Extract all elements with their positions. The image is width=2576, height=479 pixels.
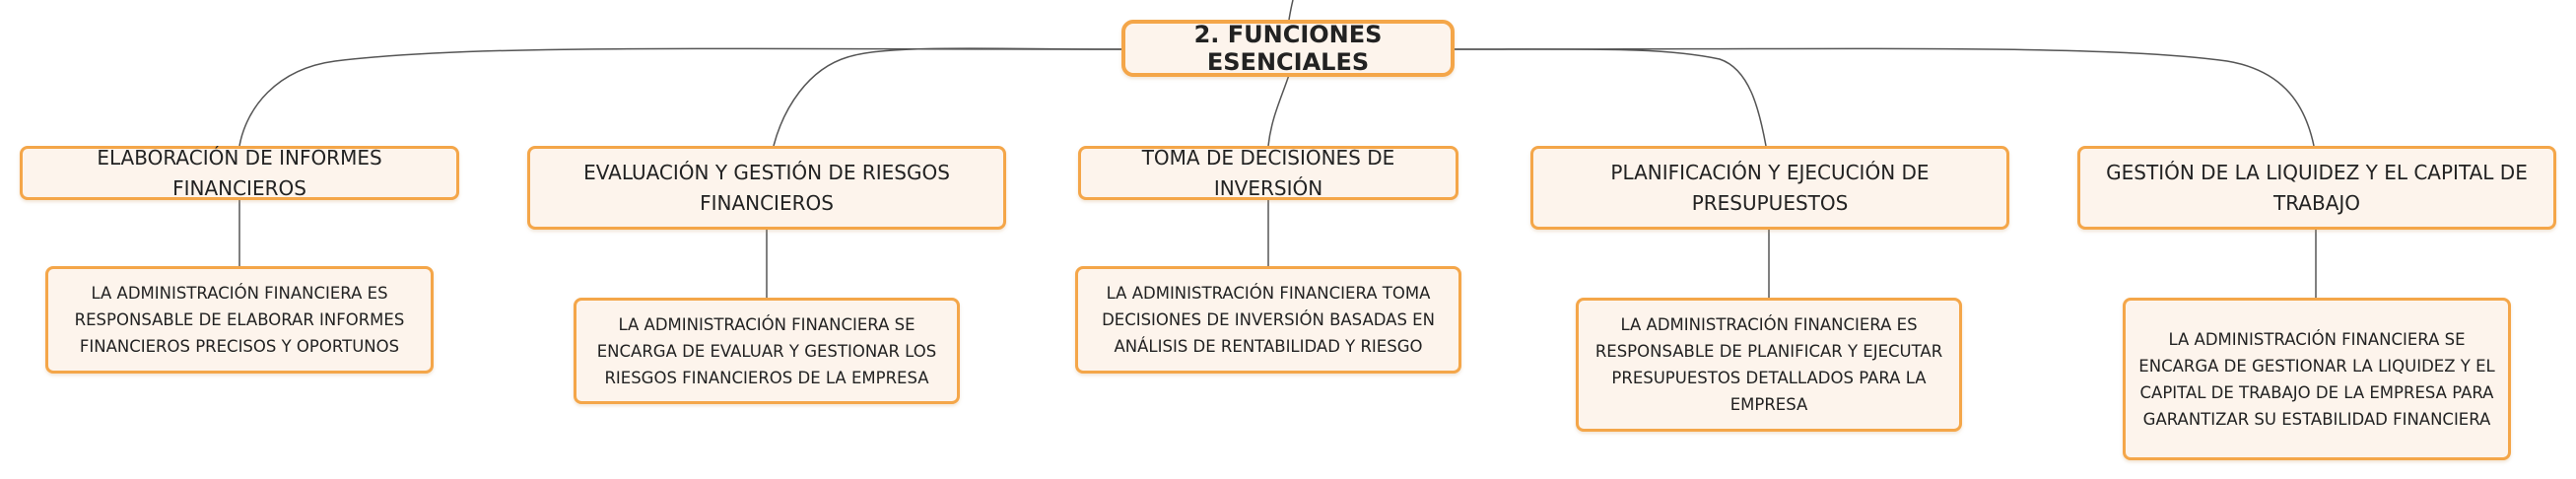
link-root-branch-4 bbox=[1454, 48, 1767, 147]
link-root-branch-3 bbox=[1267, 74, 1290, 147]
branch-topic-2[interactable]: EVALUACIÓN Y GESTIÓN DE RIESGOS FINANCIE… bbox=[527, 146, 1006, 230]
detail-topic-4[interactable]: LA ADMINISTRACIÓN FINANCIERA ES RESPONSA… bbox=[1576, 298, 1962, 432]
detail-topic-5[interactable]: LA ADMINISTRACIÓN FINANCIERA SE ENCARGA … bbox=[2123, 298, 2511, 460]
branch-topic-1[interactable]: ELABORACIÓN DE INFORMES FINANCIEROS bbox=[20, 146, 459, 200]
branch-topic-5[interactable]: GESTIÓN DE LA LIQUIDEZ Y EL CAPITAL DE T… bbox=[2077, 146, 2556, 230]
branch-topic-3[interactable]: TOMA DE DECISIONES DE INVERSIÓN bbox=[1078, 146, 1458, 200]
link-root-branch-2 bbox=[773, 47, 1122, 147]
central-topic[interactable]: 2. FUNCIONES ESENCIALES bbox=[1121, 20, 1455, 77]
link-root-branch-5 bbox=[1454, 47, 2315, 147]
link-root-branch-1 bbox=[238, 47, 1122, 147]
detail-topic-2[interactable]: LA ADMINISTRACIÓN FINANCIERA SE ENCARGA … bbox=[574, 298, 960, 404]
branch-topic-4[interactable]: PLANIFICACIÓN Y EJECUCIÓN DE PRESUPUESTO… bbox=[1530, 146, 2009, 230]
link-parent-root bbox=[1288, 0, 1294, 21]
detail-topic-3[interactable]: LA ADMINISTRACIÓN FINANCIERA TOMA DECISI… bbox=[1075, 266, 1461, 374]
detail-topic-1[interactable]: LA ADMINISTRACIÓN FINANCIERA ES RESPONSA… bbox=[45, 266, 434, 374]
